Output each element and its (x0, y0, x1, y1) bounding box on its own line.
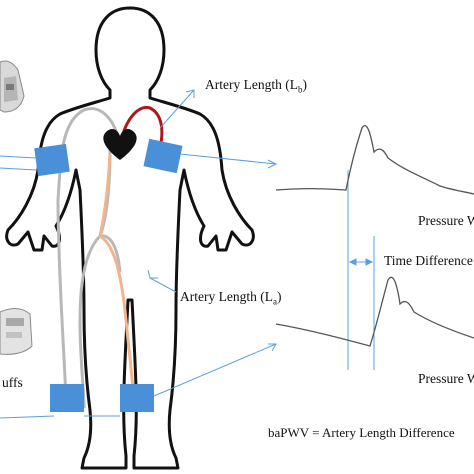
leader-lines (0, 89, 278, 419)
artery-orange-path (98, 153, 136, 409)
cuff-right-arm (34, 143, 70, 177)
time-difference-arrow (348, 258, 374, 266)
cuff-left-arm (143, 138, 183, 174)
cuff-left-ankle (120, 384, 154, 412)
artery-length-b-label: Artery Length (Lb) (205, 77, 307, 95)
artery-gray-path (56, 107, 122, 409)
blood-pressure-device (0, 60, 25, 113)
time-difference-label: Time Difference (384, 253, 473, 268)
pressure-waveform-top (275, 125, 474, 370)
body-outline (5, 6, 255, 470)
cuff-right-ankle (50, 384, 84, 412)
pressure-waveform-bottom (275, 236, 474, 370)
artery-length-a-label: Artery Length (La) (180, 289, 282, 307)
heart-icon (103, 129, 137, 160)
cuffs-label: uffs (2, 375, 23, 390)
pressure-wave-label-bottom: Pressure W (418, 371, 474, 386)
cuff-device (0, 308, 33, 355)
pressure-wave-label-top: Pressure W (418, 213, 474, 228)
artery-red-path (118, 105, 164, 149)
bapwv-formula: baPWV = Artery Length Difference (268, 425, 455, 440)
